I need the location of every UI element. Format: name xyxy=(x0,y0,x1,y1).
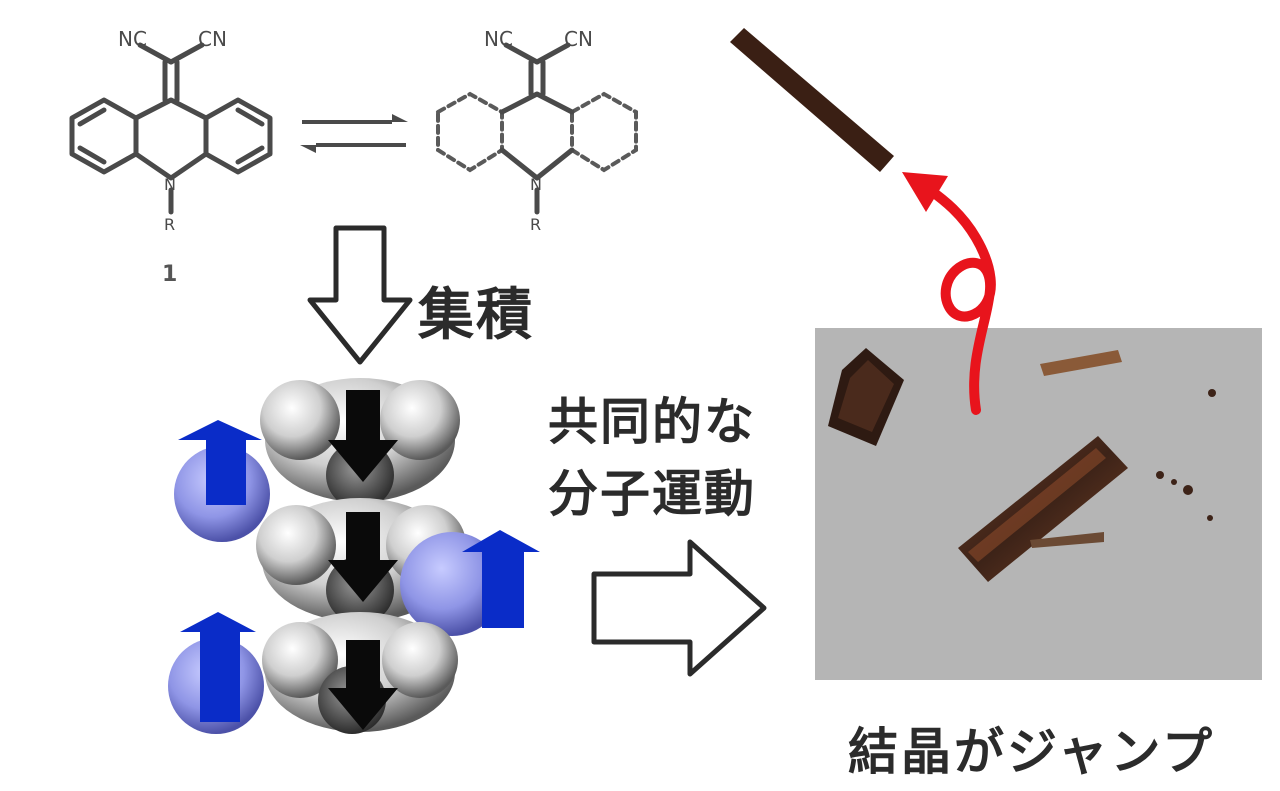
molecule-structure-left xyxy=(69,42,273,215)
cn-label-left: CN xyxy=(198,27,227,51)
r-label-right: R xyxy=(530,215,541,234)
jumping-crystal xyxy=(730,28,894,172)
nc-label-right: NC xyxy=(484,27,513,51)
compound-number-label: 1 xyxy=(162,262,178,287)
motion-arrow xyxy=(591,539,767,677)
black-down-arrows xyxy=(328,390,398,730)
crystal-jump-caption: 結晶がジャンプ xyxy=(848,723,1215,781)
jump-trajectory-arrow xyxy=(902,172,996,415)
nitrogen-sphere-2 xyxy=(400,532,504,636)
molecule-structure-right xyxy=(436,91,638,173)
crystal-fragments xyxy=(828,348,1216,582)
n-label-right: N xyxy=(530,175,542,194)
nc-label-left: NC xyxy=(118,27,147,51)
cn-label-right: CN xyxy=(564,27,593,51)
cooperative-motion-label-line1: 共同的な xyxy=(548,393,756,451)
n-label-left: N xyxy=(164,175,176,194)
molecule-right-core xyxy=(499,42,575,215)
blue-up-arrows xyxy=(178,420,540,722)
assembly-arrow xyxy=(307,225,413,365)
assembly-label: 集積 xyxy=(418,283,534,348)
cooperative-motion-label-line2: 分子運動 xyxy=(548,465,756,523)
equilibrium-arrows xyxy=(300,114,408,153)
r-label-left: R xyxy=(164,215,175,234)
